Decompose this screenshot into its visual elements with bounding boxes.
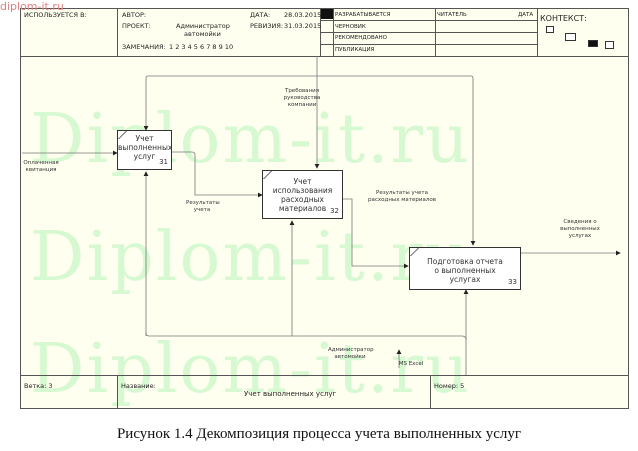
status-marker xyxy=(321,9,333,19)
context-square-icon xyxy=(565,33,576,41)
activity-label: Учет использования расходных материалов xyxy=(272,177,333,213)
activity-number: 32 xyxy=(330,207,339,215)
revision-label: РЕВИЗИЯ: xyxy=(250,22,284,30)
figure-caption: Рисунок 1.4 Декомпозиция процесса учета … xyxy=(116,426,522,442)
arrow-label-output: Сведения о выполненных услугах xyxy=(560,219,600,239)
number-label: Номер: 5 xyxy=(434,382,465,390)
notes-label: ЗАМЕЧАНИЯ: xyxy=(122,43,166,51)
watermark-small: diplom-it.ru xyxy=(0,0,64,13)
diagram-title: Учет выполненных услуг xyxy=(244,390,337,398)
context-label: КОНТЕКСТ: xyxy=(540,14,587,23)
arrow-label-input: Оплаченная квитанция xyxy=(23,160,59,173)
project-label: ПРОЕКТ: xyxy=(122,22,151,30)
reader-label: ЧИТАТЕЛЬ xyxy=(437,12,467,18)
date-label: ДАТА: xyxy=(250,11,271,19)
activity-number: 31 xyxy=(159,158,168,166)
reader-date-label: ДАТА xyxy=(518,12,534,18)
context-current-icon xyxy=(588,40,598,47)
node-label: Ветка: 3 xyxy=(24,382,53,390)
date-value: 28.03.2015 xyxy=(284,11,322,19)
status-publication: ПУБЛИКАЦИЯ xyxy=(335,47,375,53)
author-label: АВТОР: xyxy=(122,11,147,19)
activity-box-33[interactable]: Подготовка отчета о выполненных услугах … xyxy=(402,247,521,290)
context-square-icon xyxy=(605,41,614,49)
activity-label: Подготовка отчета о выполненных услугах xyxy=(427,257,503,284)
arrow-label-admin: Администратор автомойки xyxy=(328,347,374,360)
activity-box-32[interactable]: Учет использования расходных материалов … xyxy=(255,170,343,219)
arrow-label-materials: Результаты учета расходных материалов xyxy=(368,190,436,203)
status-recommended: РЕКОМЕНДОВАНО xyxy=(335,35,388,41)
status-working: РАЗРАБАТЫВАЕТСЯ xyxy=(335,12,391,18)
project-value-1: Администратор xyxy=(176,22,230,30)
status-draft: ЧЕРНОВИК xyxy=(335,24,366,30)
context-square-icon xyxy=(546,26,554,33)
footer-block xyxy=(20,375,629,409)
arrow-label-results: Результаты учета xyxy=(186,200,220,213)
notes-value: 1 2 3 4 5 6 7 8 9 10 xyxy=(169,43,234,51)
arrow-label-excel: MS Excel xyxy=(398,361,424,367)
project-value-2: автомойки xyxy=(184,30,221,38)
activity-number: 33 xyxy=(508,278,517,286)
arrow-label-control: Требования руководства компании xyxy=(283,88,321,108)
title-label: Название: xyxy=(121,382,156,390)
revision-value: 31.03.2015 xyxy=(284,22,322,30)
used-in-label: ИСПОЛЬЗУЕТСЯ В: xyxy=(24,11,87,19)
activity-label: Учет выполненных услуг xyxy=(118,134,173,161)
activity-box-31[interactable]: Учет выполненных услуг 31 xyxy=(110,130,173,170)
